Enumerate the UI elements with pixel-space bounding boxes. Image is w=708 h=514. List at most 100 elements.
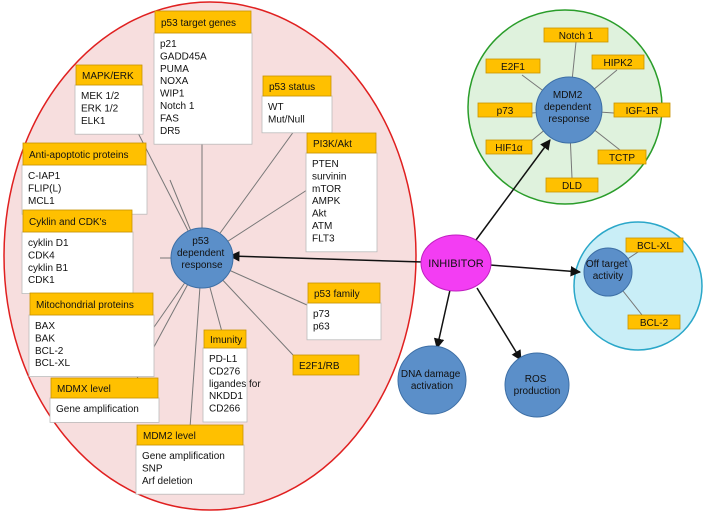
category-title-bg xyxy=(50,377,159,399)
category-item: mTOR xyxy=(312,184,341,195)
svg-text:Off target activity: Off target activity xyxy=(586,259,630,282)
category-item: DR5 xyxy=(160,126,180,137)
mdm2-label: IGF-1R xyxy=(613,102,671,118)
category-item: BCL-2 xyxy=(35,346,64,357)
off-target-labels: BCL-XL BCL-2 xyxy=(625,237,684,330)
category-title: Cyklin and CDK's xyxy=(29,217,107,228)
off-target-activity-node: Off target activity xyxy=(583,247,633,297)
category-item: CDK4 xyxy=(28,250,55,261)
svg-text:p53 dependent resp: p53 dependent response xyxy=(177,236,227,271)
category-item: CDK1 xyxy=(28,275,55,286)
off-target-label: BCL-XL xyxy=(625,237,684,253)
category-box: E2F1/RB xyxy=(292,354,360,376)
category-title-bg xyxy=(262,75,332,97)
mdm2-label-bg xyxy=(485,139,533,155)
dna-damage-node-line: DNA damage xyxy=(401,369,461,380)
mdm2-label-bg xyxy=(543,27,609,43)
ros-node: ROS production xyxy=(504,352,570,418)
category-body xyxy=(135,444,245,495)
mdm2-label-bg xyxy=(591,54,645,70)
category-item: ligandes for xyxy=(209,379,261,390)
category-item: Notch 1 xyxy=(160,101,195,112)
category-title-bg xyxy=(29,292,154,316)
p53-node-line: dependent xyxy=(177,248,224,259)
category-body xyxy=(306,302,382,341)
inhibitor-arrows xyxy=(228,139,582,361)
category-title-bg xyxy=(75,64,143,86)
mdm2-dependent-response-node: MDM2 dependent response xyxy=(535,76,603,144)
mdm2-label: DLD xyxy=(545,177,599,193)
category-item: Akt xyxy=(312,209,327,220)
mdm2-label-text: Notch 1 xyxy=(559,31,594,42)
category-item: BAX xyxy=(35,321,55,332)
off-target-label-text: BCL-2 xyxy=(640,318,669,329)
category-title: PI3K/Akt xyxy=(313,139,352,150)
mdm2-label-bg xyxy=(613,102,671,118)
inhibitor-node: INHIBITOR xyxy=(420,234,492,292)
category-title-bg xyxy=(22,142,147,166)
category-title: Anti-apoptotic proteins xyxy=(29,150,129,161)
category-item: ERK 1/2 xyxy=(81,103,119,114)
mdm2-label-text: IGF-1R xyxy=(626,106,659,117)
category-title: MDMX level xyxy=(57,384,111,395)
category-body xyxy=(21,231,134,294)
category-title-bg xyxy=(203,329,247,349)
category-item: PUMA xyxy=(160,64,189,75)
category-item: GADD45A xyxy=(160,51,207,62)
category-item: FLIP(L) xyxy=(28,183,61,194)
svg-text:DNA damage activation: DNA damage activation xyxy=(401,369,463,392)
mdm2-label: Notch 1 xyxy=(543,27,609,43)
category-item: MCL1 xyxy=(28,196,55,207)
category-title: p53 target genes xyxy=(161,18,236,29)
category-body xyxy=(202,347,248,423)
category-item: cyklin B1 xyxy=(28,263,68,274)
mdm2-node-line: MDM2 xyxy=(553,90,583,101)
mdm2-label: HIPK2 xyxy=(591,54,645,70)
ros-node-line: ROS xyxy=(525,374,547,385)
category-body xyxy=(305,152,378,253)
off-target-label: BCL-2 xyxy=(627,314,681,330)
category-item: CD276 xyxy=(209,366,241,377)
mdm2-label-bg xyxy=(545,177,599,193)
mdm2-label-text: TCTP xyxy=(609,153,635,164)
category-item: AMPK xyxy=(312,196,341,207)
svg-text:ROS production: ROS production xyxy=(514,374,561,397)
mdm2-label: p73 xyxy=(477,102,533,118)
mdm2-node-line: dependent xyxy=(544,102,591,113)
category-item: p21 xyxy=(160,39,177,50)
mdm2-label-bg xyxy=(485,58,541,74)
mdm2-label-text: p73 xyxy=(497,106,514,117)
inhibitor-label: INHIBITOR xyxy=(428,258,483,270)
category-body xyxy=(21,164,148,215)
mdm2-label-text: HIPK2 xyxy=(604,58,633,69)
off-target-label-text: BCL-XL xyxy=(637,241,672,252)
category-title: Mitochondrial proteins xyxy=(36,300,134,311)
category-body xyxy=(74,84,144,135)
category-body xyxy=(49,397,160,423)
mdm2-label: HIF1α xyxy=(485,139,533,155)
category-title: Imunity xyxy=(210,335,242,346)
arrow-to-p53 xyxy=(228,251,424,263)
category-body xyxy=(153,32,253,145)
category-title: E2F1/RB xyxy=(299,361,340,372)
p53-node-line: response xyxy=(181,260,223,271)
category-item: C-IAP1 xyxy=(28,171,61,182)
off-target-label-bg xyxy=(625,237,684,253)
category-item: NOXA xyxy=(160,76,189,87)
category-item: BCL-XL xyxy=(35,358,70,369)
off-target-node-line: Off target xyxy=(586,259,628,270)
svg-text:MDM2 dependent res: MDM2 dependent response xyxy=(544,90,594,125)
category-item: BAK xyxy=(35,333,55,344)
category-title: MAPK/ERK xyxy=(82,71,134,82)
mdm2-label-text: E2F1 xyxy=(501,62,525,73)
